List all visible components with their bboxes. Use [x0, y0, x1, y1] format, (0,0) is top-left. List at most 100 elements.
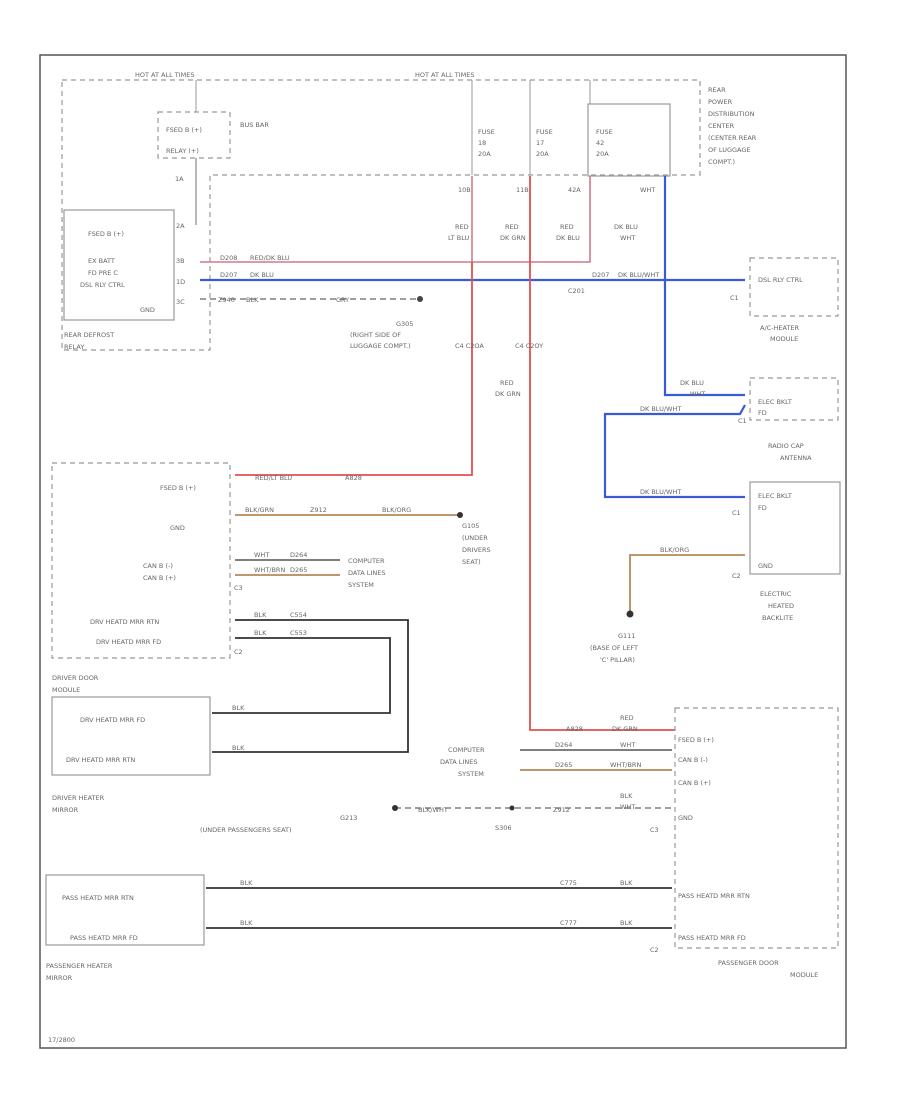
svg-text:GND: GND	[170, 524, 185, 532]
svg-text:20A: 20A	[596, 150, 609, 158]
heated-backlite: ELEC BKLT FD GND C1 C2 ELECTRIC HEATED B…	[732, 481, 841, 622]
ground-g305: G305 (RIGHT SIDE OF LUGGAGE COMPT.)	[350, 320, 413, 350]
svg-text:RELAY (+): RELAY (+)	[166, 147, 199, 155]
svg-text:BACKLITE: BACKLITE	[762, 614, 793, 622]
svg-text:C3: C3	[234, 584, 243, 592]
svg-text:BLK: BLK	[232, 744, 245, 752]
svg-text:DK GRN: DK GRN	[500, 234, 526, 242]
splice-s306-point	[509, 805, 515, 811]
svg-text:FUSE: FUSE	[536, 128, 553, 136]
svg-text:3C: 3C	[176, 298, 185, 306]
svg-text:C1: C1	[738, 417, 747, 425]
svg-text:SYSTEM: SYSTEM	[348, 581, 374, 589]
svg-text:COMPT.): COMPT.)	[708, 158, 735, 166]
svg-text:C1: C1	[732, 509, 741, 517]
pdm-w1b: DK GRN	[612, 725, 638, 733]
fuse-17: FUSE 17 20A 11B	[516, 80, 553, 194]
wire-hvac-color: DK BLU/WHT	[618, 271, 659, 279]
radio-cap-antenna: ELEC BKLT FD C1 RADIO CAP ANTENNA	[738, 377, 839, 462]
wire-ddm-rtn	[212, 619, 409, 753]
wire-radio-backlite	[603, 404, 746, 499]
red-dkgrn-1: RED	[500, 379, 514, 387]
svg-text:DRV HEATD MRR FD: DRV HEATD MRR FD	[80, 716, 145, 724]
svg-text:RED: RED	[455, 223, 469, 231]
wire-fuse17-red	[529, 176, 675, 731]
driver-heater-mirror: DRV HEATD MRR FD DRV HEATD MRR RTN BLK B…	[51, 696, 245, 814]
hot-label-left: HOT AT ALL TIMES	[135, 71, 195, 79]
svg-text:PASS HEATD MRR RTN: PASS HEATD MRR RTN	[62, 894, 134, 902]
ddm-w6: C553	[290, 629, 307, 637]
svg-text:PASS HEATD MRR FD: PASS HEATD MRR FD	[70, 934, 138, 942]
svg-text:DRIVERS: DRIVERS	[462, 546, 491, 554]
wire-hvac-label: D207	[592, 271, 609, 279]
svg-text:FUSE: FUSE	[596, 128, 613, 136]
svg-text:ELECTRIC: ELECTRIC	[760, 590, 792, 598]
splice-s1: C4 C2OA	[455, 342, 484, 350]
svg-text:CAN B (+): CAN B (+)	[678, 779, 711, 787]
pdm-w3: D265	[555, 761, 572, 769]
wire-d207-label: D207	[220, 271, 237, 279]
page-id-label: 17/2800	[48, 1036, 75, 1044]
svg-text:CENTER: CENTER	[708, 122, 735, 130]
pmirror-w1c: BLK	[620, 879, 633, 887]
svg-text:S306: S306	[495, 824, 512, 832]
svg-text:(BASE OF LEFT: (BASE OF LEFT	[590, 644, 638, 652]
svg-text:42: 42	[596, 139, 604, 147]
radio-wire-label2: DK BLU/WHT	[640, 488, 681, 496]
ddm-w3c: WHT	[254, 551, 269, 559]
ground-g305-point	[417, 296, 423, 302]
svg-text:DRIVER HEATER: DRIVER HEATER	[52, 794, 105, 802]
pdm-w2: D264	[555, 741, 572, 749]
ddm-w5c: BLK	[254, 611, 267, 619]
svg-text:FSED B (+): FSED B (+)	[88, 230, 124, 238]
ddm-w2c: BLK/GRN	[245, 506, 274, 514]
svg-text:20A: 20A	[478, 150, 491, 158]
c201-label: C201	[568, 287, 585, 295]
svg-text:CAN B (-): CAN B (-)	[678, 756, 708, 764]
svg-text:FSED B (+): FSED B (+)	[160, 484, 196, 492]
svg-text:DISTRIBUTION: DISTRIBUTION	[708, 110, 755, 118]
svg-text:GND: GND	[678, 814, 693, 822]
splice-s2: C4 C2OY	[515, 342, 543, 350]
svg-text:1A: 1A	[175, 175, 184, 183]
svg-text:OF LUGGAGE: OF LUGGAGE	[708, 146, 751, 154]
svg-text:SYSTEM: SYSTEM	[458, 770, 484, 778]
ddm-w2: Z912	[310, 506, 327, 514]
svg-text:MIRROR: MIRROR	[52, 806, 79, 814]
pdm-w4b: WHT	[620, 803, 635, 811]
svg-text:FD: FD	[758, 409, 767, 417]
svg-text:10B: 10B	[458, 186, 471, 194]
svg-text:LT BLU: LT BLU	[448, 234, 470, 242]
svg-text:17: 17	[536, 139, 544, 147]
svg-text:C2: C2	[234, 648, 243, 656]
svg-text:COMPUTER: COMPUTER	[448, 746, 485, 754]
svg-text:DRV HEATD MRR RTN: DRV HEATD MRR RTN	[90, 618, 159, 626]
computer-data-lines-1: COMPUTER DATA LINES SYSTEM	[348, 557, 385, 589]
svg-text:LUGGAGE COMPT.): LUGGAGE COMPT.)	[350, 342, 411, 350]
svg-text:2A: 2A	[176, 222, 185, 230]
svg-text:FD PRE C: FD PRE C	[88, 269, 118, 277]
svg-text:CAN B (+): CAN B (+)	[143, 574, 176, 582]
svg-text:GND: GND	[758, 562, 773, 570]
ddm-w1: A828	[345, 474, 362, 482]
svg-text:PASS HEATD MRR RTN: PASS HEATD MRR RTN	[678, 892, 750, 900]
ground-g105: G105 (UNDER DRIVERS SEAT)	[462, 522, 491, 566]
svg-text:DK BLU: DK BLU	[614, 223, 638, 231]
svg-text:G305: G305	[396, 320, 413, 328]
ground-g111-point	[626, 610, 634, 618]
ac-heater-module: DSL RLY CTRL C1 A/C-HEATER MODULE	[730, 257, 839, 343]
ddm-w4: D265	[290, 566, 307, 574]
ground-g213-point	[392, 805, 398, 811]
svg-text:RADIO CAP: RADIO CAP	[768, 442, 804, 450]
svg-text:G213: G213	[340, 814, 357, 822]
pmirror-w2n: C777	[560, 919, 577, 927]
svg-text:ANTENNA: ANTENNA	[780, 454, 812, 462]
wire-ddm-pwr	[212, 637, 391, 714]
svg-text:3B: 3B	[176, 257, 185, 265]
svg-text:REAR: REAR	[708, 86, 726, 94]
svg-text:A/C-HEATER: A/C-HEATER	[760, 324, 800, 332]
pdm-w2c: WHT	[620, 741, 635, 749]
svg-text:DATA LINES: DATA LINES	[348, 569, 385, 577]
pmirror-w1n: C775	[560, 879, 577, 887]
